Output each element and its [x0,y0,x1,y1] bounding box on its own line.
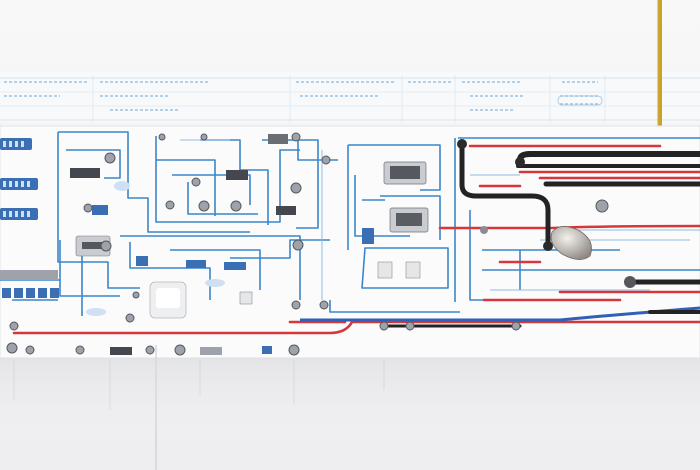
screw-terminals [6,132,609,356]
ic-chips [70,134,429,355]
board-reflection [0,358,700,438]
brass-rod [658,0,662,145]
cable-ends [457,139,636,288]
metal-scoop [550,226,592,260]
red-wires [12,144,700,335]
light-traces [180,139,700,300]
blue-wire [300,306,700,322]
white-blocks [86,181,421,319]
header-strip [0,72,700,122]
left-modules [0,138,59,298]
